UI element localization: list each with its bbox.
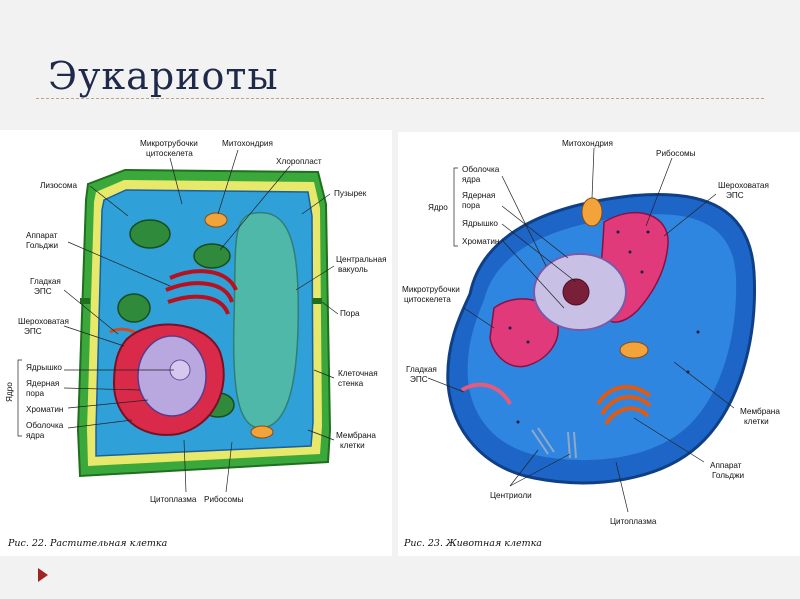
label-pore: Пора <box>340 309 360 318</box>
label-chromatin: Хроматин <box>462 237 499 246</box>
label-microtubules-1: Микротрубочки <box>402 285 460 294</box>
label-lysosome: Лизосома <box>40 181 78 190</box>
animal-cell-diagram: Митохондрия Рибосомы Оболочка ядра Шерох… <box>402 139 780 549</box>
label-cell-membrane-1: Мембрана <box>740 407 780 416</box>
label-central-vacuole-2: вакуоль <box>338 265 368 274</box>
label-cytoplasm: Цитоплазма <box>150 495 197 504</box>
label-cell-wall-2: стенка <box>338 379 364 388</box>
label-golgi-1: Аппарат <box>710 461 742 470</box>
leader-lines <box>63 149 339 493</box>
golgi-apparatus <box>596 384 652 426</box>
chloroplast-3 <box>117 293 151 323</box>
label-nuclear-envelope-2: ядра <box>26 431 45 440</box>
plant-cell-diagram: Микротрубочки цитоскелета Митохондрия Хл… <box>5 139 387 549</box>
plant-cell-figure: Микротрубочки цитоскелета Митохондрия Хл… <box>0 130 392 556</box>
label-cell-membrane-2: клетки <box>340 441 365 450</box>
centrioles <box>531 427 577 459</box>
label-nucleus-bracket: Ядро <box>428 203 448 212</box>
next-slide-arrow-icon[interactable] <box>38 568 48 582</box>
slide-title: Эукариоты <box>48 54 279 98</box>
label-microtubules-2: цитоскелета <box>404 295 451 304</box>
nucleolus <box>562 278 590 306</box>
label-nuclear-pore-2: пора <box>462 201 481 210</box>
label-smooth-er-1: Гладкая <box>406 365 437 374</box>
mitochondrion-2 <box>250 425 274 439</box>
animal-cell-figure: Митохондрия Рибосомы Оболочка ядра Шерох… <box>398 132 800 556</box>
label-nuclear-pore-2: пора <box>26 389 45 398</box>
central-vacuole <box>232 211 300 429</box>
label-golgi-2: Гольджи <box>712 471 744 480</box>
label-ribosomes: Рибосомы <box>204 495 244 504</box>
cell-wall-pore-left <box>80 298 90 304</box>
label-smooth-er-1: Гладкая <box>30 277 61 286</box>
label-mitochondria: Митохондрия <box>562 139 613 148</box>
label-cell-membrane-2: клетки <box>744 417 769 426</box>
mitochondrion-2 <box>619 341 649 359</box>
label-mitochondria: Митохондрия <box>222 139 273 148</box>
label-nuclear-envelope-2: ядра <box>462 175 481 184</box>
label-cell-wall-1: Клеточная <box>338 369 378 378</box>
label-nuclear-pore-1: Ядерная <box>462 191 495 200</box>
label-nucleus-bracket: Ядро <box>5 382 14 402</box>
label-ribosomes: Рибосомы <box>656 149 696 158</box>
label-rough-er-2: ЭПС <box>24 327 42 336</box>
nucleus-bracket <box>17 359 22 437</box>
ribosomes <box>508 230 700 424</box>
mitochondrion-1 <box>204 212 228 228</box>
rough-er-left <box>489 298 559 368</box>
label-central-vacuole-1: Центральная <box>336 255 387 264</box>
chloroplast-2 <box>193 243 231 269</box>
label-vesicle: Пузырек <box>334 189 367 198</box>
label-microtubules-2: цитоскелета <box>146 149 193 158</box>
label-nucleolus: Ядрышко <box>462 219 498 228</box>
label-nucleolus: Ядрышко <box>26 363 62 372</box>
label-centrioles: Центриоли <box>490 491 532 500</box>
label-golgi-1: Аппарат <box>26 231 58 240</box>
label-nuclear-envelope-1: Оболочка <box>26 421 64 430</box>
leader-lines <box>427 147 735 513</box>
label-cell-membrane-1: Мембрана <box>336 431 376 440</box>
animal-caption: Рис. 23. Животная клетка <box>403 538 542 549</box>
label-rough-er-1: Шероховатая <box>718 181 769 190</box>
golgi-apparatus <box>165 269 238 315</box>
chloroplast-1 <box>129 219 171 249</box>
label-rough-er-1: Шероховатая <box>18 317 69 326</box>
plant-caption: Рис. 22. Растительная клетка <box>7 538 168 549</box>
label-microtubules-1: Микротрубочки <box>140 139 198 148</box>
label-cytoplasm: Цитоплазма <box>610 517 657 526</box>
label-nuclear-envelope-1: Оболочка <box>462 165 500 174</box>
label-chromatin: Хроматин <box>26 405 63 414</box>
label-chloroplast: Хлоропласт <box>276 157 322 166</box>
label-golgi-2: Гольджи <box>26 241 58 250</box>
label-nuclear-pore-1: Ядерная <box>26 379 59 388</box>
cell-wall-pore <box>312 298 322 304</box>
label-rough-er-2: ЭПС <box>726 191 744 200</box>
label-smooth-er-2: ЭПС <box>410 375 428 384</box>
title-divider <box>36 98 764 99</box>
smooth-er <box>460 382 512 406</box>
mitochondrion-1 <box>581 197 603 227</box>
nucleus-bracket <box>453 167 458 247</box>
label-smooth-er-2: ЭПС <box>34 287 52 296</box>
